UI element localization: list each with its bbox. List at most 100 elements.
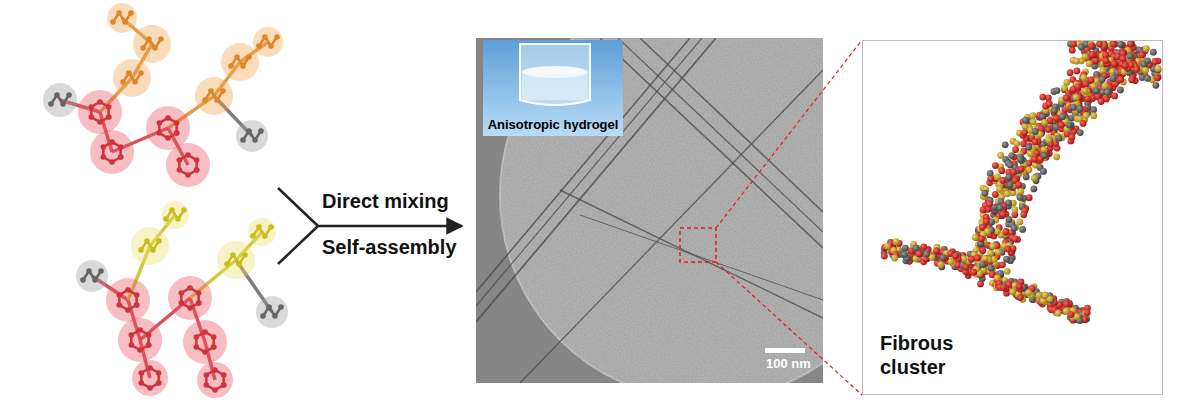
atom: [196, 290, 202, 296]
bead: [1080, 120, 1087, 127]
atom: [246, 54, 252, 60]
bead: [1012, 206, 1019, 213]
bead: [1000, 284, 1007, 291]
atom: [140, 45, 146, 51]
bead: [1011, 225, 1018, 232]
bead: [1016, 283, 1023, 290]
bead: [884, 243, 891, 250]
atom: [202, 349, 208, 355]
bead: [974, 255, 981, 262]
inset-caption: Anisotropic hydrogel: [487, 117, 619, 133]
bead: [1128, 76, 1135, 83]
bead: [1144, 57, 1151, 64]
atom: [236, 261, 242, 267]
bead: [952, 253, 959, 260]
atom: [156, 238, 162, 244]
bead: [1004, 246, 1011, 253]
atom: [196, 300, 202, 306]
bead: [987, 250, 994, 257]
bead: [994, 228, 1001, 235]
bead: [161, 201, 189, 229]
bead: [1055, 310, 1062, 317]
bead: [1031, 175, 1038, 182]
atom: [268, 224, 274, 230]
bead: [1002, 229, 1009, 236]
bead: [1120, 55, 1127, 62]
atom: [134, 302, 140, 308]
bead: [1018, 166, 1025, 173]
bead: [1143, 45, 1150, 52]
bead: [253, 27, 283, 57]
bead: [146, 106, 190, 150]
atom: [256, 43, 262, 49]
atom: [139, 380, 145, 386]
atom: [138, 70, 144, 76]
atom: [177, 157, 183, 163]
bead: [901, 251, 908, 258]
bead: [968, 256, 975, 263]
atom: [260, 313, 266, 319]
bead: [1074, 313, 1081, 320]
bead: [1046, 100, 1053, 107]
atom: [60, 101, 66, 107]
bead: [979, 247, 986, 254]
vial: [520, 44, 590, 105]
bead: [1103, 57, 1110, 64]
bead: [1020, 211, 1027, 218]
bead: [1054, 87, 1061, 94]
bead: [236, 120, 268, 152]
atom: [185, 152, 191, 158]
bead: [1069, 134, 1076, 141]
atom: [97, 119, 103, 125]
bead: [1142, 67, 1149, 74]
bead: [1088, 77, 1095, 84]
atom: [194, 334, 200, 340]
bead: [1032, 128, 1039, 135]
atom: [157, 120, 163, 126]
atom: [256, 224, 262, 230]
bead: [1053, 153, 1060, 160]
bead: [43, 83, 77, 117]
atom-bonds: [196, 332, 213, 352]
bead: [1099, 76, 1106, 83]
hydrogel-photo: [483, 40, 623, 136]
bead: [984, 228, 991, 235]
bead: [1151, 58, 1158, 65]
bead: [1102, 82, 1109, 89]
atom: [129, 342, 135, 348]
bead: [1008, 152, 1015, 159]
bead: [1070, 41, 1077, 48]
bead: [1003, 256, 1010, 263]
atom: [250, 233, 256, 239]
atom: [240, 63, 246, 69]
atom: [144, 238, 150, 244]
bead: [113, 59, 151, 97]
atom-bonds: [181, 288, 198, 308]
photo-ground: [483, 40, 623, 136]
bead: [1104, 89, 1111, 96]
atom-bonds: [103, 142, 120, 162]
atom: [202, 97, 208, 103]
bead: [989, 243, 996, 250]
panel-label: Fibrous cluster: [880, 331, 980, 379]
atom: [268, 43, 274, 49]
bead: [1030, 119, 1037, 126]
bead: [1013, 140, 1020, 147]
atom-bonds: [259, 37, 277, 46]
fiber: [476, 38, 716, 322]
atom: [156, 380, 162, 386]
atom: [146, 332, 152, 338]
bead: [78, 90, 122, 134]
atom: [156, 370, 162, 376]
bead: [1046, 100, 1053, 107]
fiber: [618, 38, 823, 232]
atom: [129, 332, 135, 338]
zoom-callout: [680, 40, 862, 395]
atom: [89, 104, 95, 110]
bead: [1127, 41, 1134, 48]
bead: [947, 258, 954, 265]
fibrous-cluster-model: [881, 41, 1162, 324]
bead: [1077, 106, 1084, 113]
merge-line: [278, 226, 318, 264]
atom-bonds: [263, 307, 281, 316]
